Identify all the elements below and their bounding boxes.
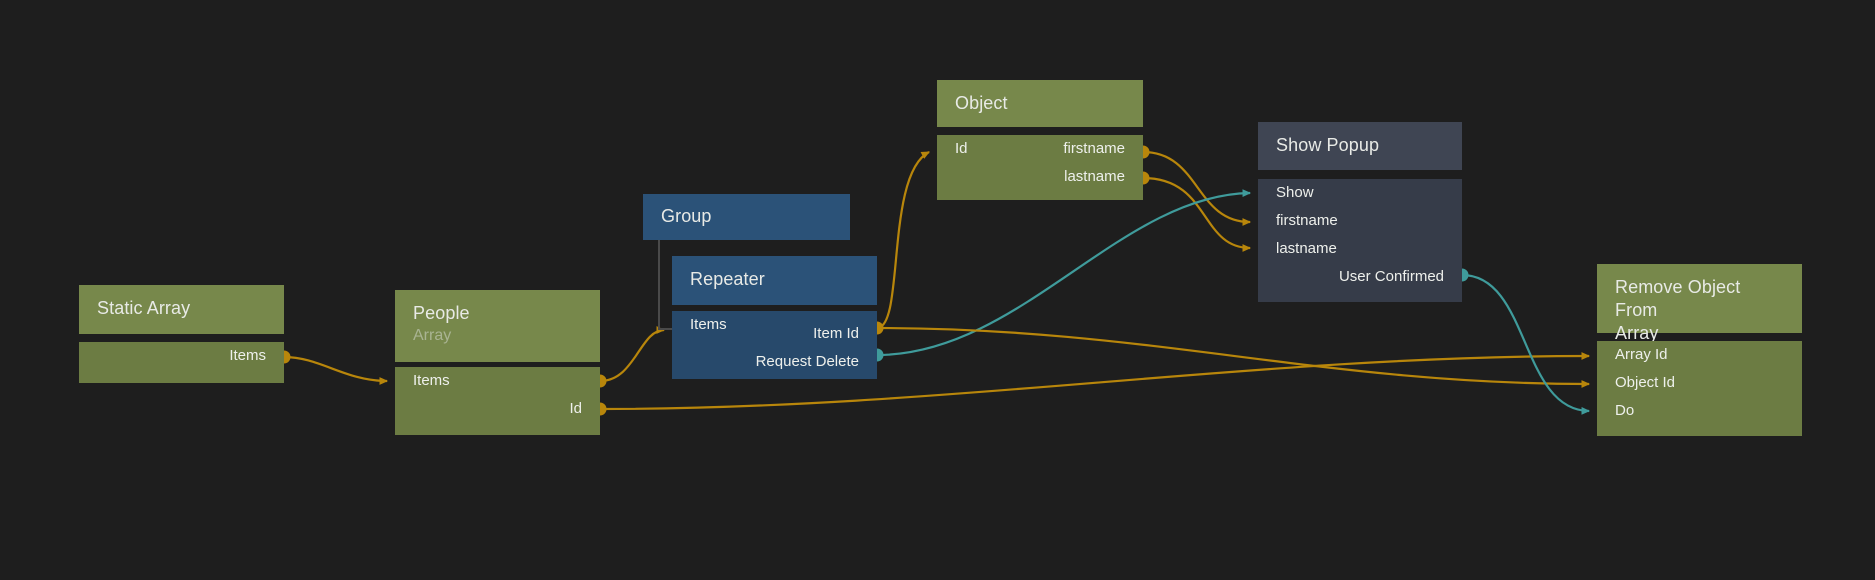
- node-object[interactable]: Object Id firstname lastname: [937, 80, 1143, 200]
- port-row-show-popup-lastname[interactable]: lastname: [1258, 235, 1462, 263]
- node-object-header: Object: [937, 80, 1143, 127]
- port-row-object-lastname[interactable]: lastname: [937, 163, 1143, 191]
- node-people-body: Items Id: [395, 367, 600, 435]
- edge-repeater-itemid-to-object-id: [876, 151, 930, 330]
- port-row-static-array-items[interactable]: Items: [79, 342, 284, 370]
- port-row-remove-object-do[interactable]: Do: [1597, 397, 1802, 425]
- node-group-header: Group: [643, 194, 850, 240]
- node-repeater-title: Repeater: [690, 269, 765, 289]
- node-people-header: People Array: [395, 290, 600, 362]
- group-bracket: [658, 240, 684, 330]
- node-static-array-body: Items: [79, 342, 284, 383]
- node-remove-object-title: Remove Object From Array: [1615, 277, 1741, 343]
- edge-object-lastname-to-popup-lastname: [1142, 176, 1252, 252]
- node-show-popup-body: Show firstname lastname User Confirmed: [1258, 179, 1462, 302]
- port-label-object-firstname: firstname: [1063, 140, 1125, 157]
- node-show-popup-header: Show Popup: [1258, 122, 1462, 170]
- node-group[interactable]: Group: [643, 194, 850, 240]
- node-people-title: People: [413, 303, 470, 323]
- node-remove-object-body: Array Id Object Id Do: [1597, 341, 1802, 436]
- port-row-repeater-requestdelete[interactable]: Request Delete: [672, 348, 877, 376]
- port-row-object-firstname[interactable]: firstname: [937, 135, 1143, 163]
- node-repeater-header: Repeater: [672, 256, 877, 305]
- port-label-remove-object-arrayid: Array Id: [1615, 346, 1668, 363]
- port-row-remove-object-objectid[interactable]: Object Id: [1597, 369, 1802, 397]
- port-row-repeater-itemid[interactable]: Item Id: [672, 320, 877, 348]
- port-row-people-id[interactable]: Id: [395, 395, 600, 423]
- node-static-array-header: Static Array: [79, 285, 284, 334]
- port-row-show-popup-show[interactable]: Show: [1258, 179, 1462, 207]
- edge-repeater-itemid-to-remove-objectid: [876, 326, 1591, 388]
- port-label-repeater-itemid: Item Id: [813, 325, 859, 342]
- edge-people-items-to-repeater-items: [599, 326, 666, 383]
- node-group-title: Group: [661, 206, 712, 226]
- port-label-repeater-items: Items: [690, 316, 727, 333]
- node-people[interactable]: People Array Items Id: [395, 290, 600, 435]
- port-row-repeater-items[interactable]: Items: [672, 311, 877, 339]
- port-row-show-popup-firstname[interactable]: firstname: [1258, 207, 1462, 235]
- port-label-object-lastname: lastname: [1064, 168, 1125, 185]
- node-remove-object-header: Remove Object From Array: [1597, 264, 1802, 343]
- node-static-array-title: Static Array: [97, 298, 191, 318]
- edge-static-array-items-to-people-items: [283, 355, 389, 385]
- node-show-popup-title: Show Popup: [1276, 135, 1380, 155]
- node-remove-object-from-array[interactable]: Remove Object From Array Array Id Object…: [1597, 264, 1802, 436]
- port-label-show-popup-firstname: firstname: [1276, 212, 1338, 229]
- port-row-object-id[interactable]: Id: [937, 135, 1143, 163]
- port-label-show-popup-userconfirmed: User Confirmed: [1338, 268, 1444, 285]
- port-label-people-id: Id: [569, 400, 582, 417]
- port-label-show-popup-lastname: lastname: [1276, 240, 1337, 257]
- node-object-title: Object: [955, 93, 1008, 113]
- node-show-popup[interactable]: Show Popup Show firstname lastname User …: [1258, 122, 1462, 302]
- port-label-static-array-items: Items: [229, 347, 266, 364]
- port-label-people-items: Items: [413, 372, 450, 389]
- node-repeater[interactable]: Repeater Items Item Id Request Delete: [672, 256, 877, 379]
- port-row-show-popup-userconfirmed[interactable]: User Confirmed: [1258, 263, 1462, 291]
- edge-repeater-requestdelete-to-popup-show: [876, 189, 1252, 357]
- port-label-remove-object-do: Do: [1615, 402, 1635, 419]
- edge-popup-userconfirmed-to-remove-do: [1461, 273, 1591, 415]
- node-object-body: Id firstname lastname: [937, 135, 1143, 200]
- edge-object-firstname-to-popup-firstname: [1142, 150, 1252, 226]
- node-repeater-body: Items Item Id Request Delete: [672, 311, 877, 379]
- port-label-show-popup-show: Show: [1276, 184, 1314, 201]
- node-people-subtitle: Array: [413, 327, 452, 344]
- port-row-people-items[interactable]: Items: [395, 367, 600, 395]
- port-label-object-id: Id: [955, 140, 968, 157]
- node-static-array[interactable]: Static Array Items: [79, 285, 284, 383]
- port-label-repeater-requestdelete: Request Delete: [755, 353, 859, 370]
- port-label-remove-object-objectid: Object Id: [1615, 374, 1676, 391]
- port-row-remove-object-arrayid[interactable]: Array Id: [1597, 341, 1802, 369]
